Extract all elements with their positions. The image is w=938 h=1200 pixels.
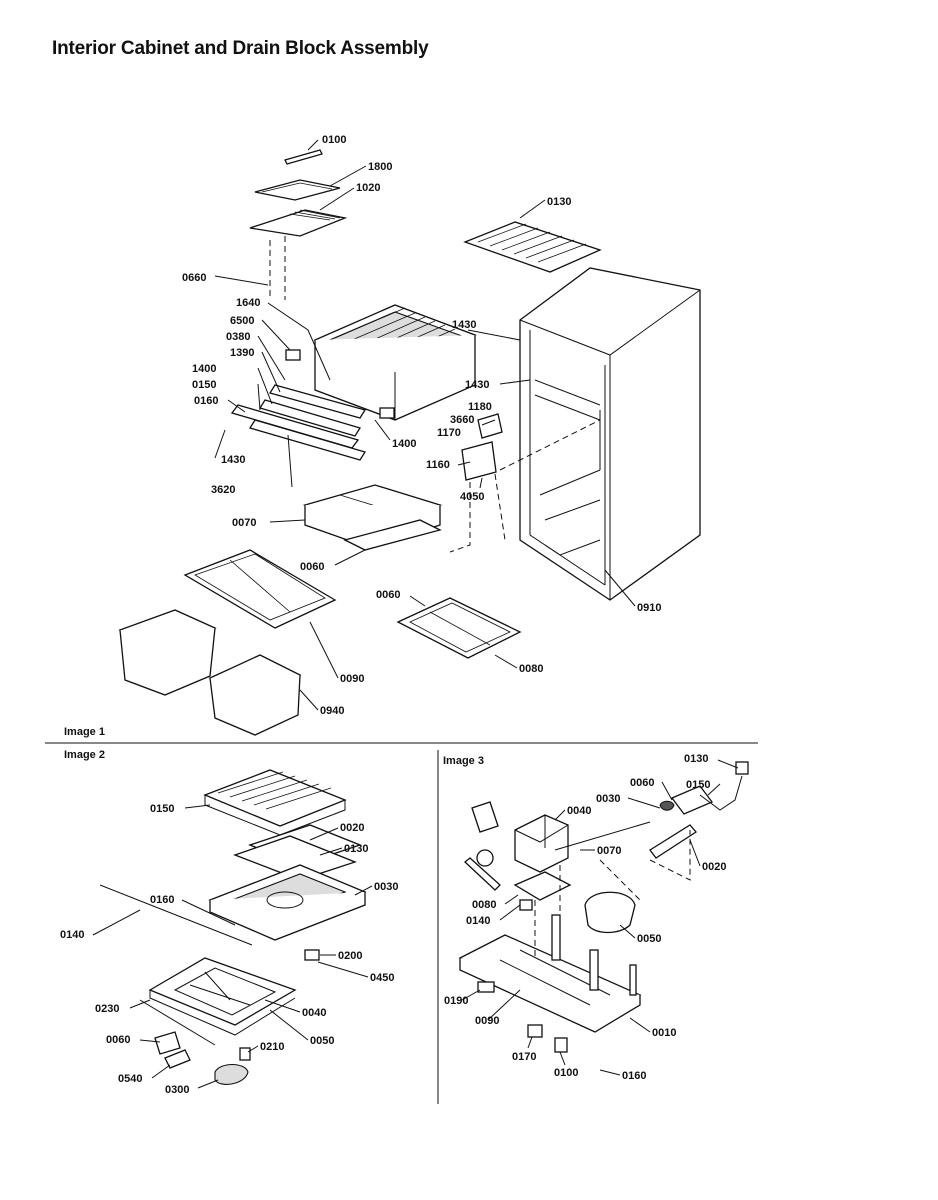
label-0040: 0040 xyxy=(302,1007,326,1019)
label-0380: 0380 xyxy=(226,331,250,343)
label-1430: 1430 xyxy=(452,319,476,331)
label-0540: 0540 xyxy=(118,1073,142,1085)
label-0020: 0020 xyxy=(340,822,364,834)
label-3620: 3620 xyxy=(211,484,235,496)
label-0050: 0050 xyxy=(310,1035,334,1047)
label-0910: 0910 xyxy=(637,602,661,614)
label-1390: 1390 xyxy=(230,347,254,359)
image1-labels: 0100 1800 1020 0130 0660 1640 6500 0380 … xyxy=(182,134,661,717)
label-0160: 0160 xyxy=(622,1070,646,1082)
label-0040: 0040 xyxy=(567,805,591,817)
leader-lines xyxy=(92,139,739,1089)
label-1430: 1430 xyxy=(465,379,489,391)
label-0050: 0050 xyxy=(637,933,661,945)
label-1160: 1160 xyxy=(426,459,450,471)
label-1640: 1640 xyxy=(236,297,260,309)
label-0210: 0210 xyxy=(260,1041,284,1053)
label-0300: 0300 xyxy=(165,1084,189,1096)
label-0230: 0230 xyxy=(95,1003,119,1015)
label-0150: 0150 xyxy=(192,379,216,391)
label-6500: 6500 xyxy=(230,315,254,327)
label-0130: 0130 xyxy=(684,753,708,765)
label-0060: 0060 xyxy=(300,561,324,573)
image1-drawing xyxy=(118,149,701,736)
label-0200: 0200 xyxy=(338,950,362,962)
label-0060: 0060 xyxy=(376,589,400,601)
label-0090: 0090 xyxy=(475,1015,499,1027)
caption-image3: Image 3 xyxy=(443,755,484,767)
label-0080: 0080 xyxy=(519,663,543,675)
label-0130: 0130 xyxy=(344,843,368,855)
label-0090: 0090 xyxy=(340,673,364,685)
label-0140: 0140 xyxy=(466,915,490,927)
label-0100: 0100 xyxy=(554,1067,578,1079)
label-0160: 0160 xyxy=(150,894,174,906)
label-0070: 0070 xyxy=(597,845,621,857)
caption-image1: Image 1 xyxy=(64,726,105,738)
label-0160: 0160 xyxy=(194,395,218,407)
label-0150: 0150 xyxy=(686,779,710,791)
label-0030: 0030 xyxy=(374,881,398,893)
label-1170: 1170 xyxy=(437,427,461,439)
page-title: Interior Cabinet and Drain Block Assembl… xyxy=(52,38,429,59)
label-1400: 1400 xyxy=(192,363,216,375)
label-1020: 1020 xyxy=(356,182,380,194)
label-0150: 0150 xyxy=(150,803,174,815)
label-0140: 0140 xyxy=(60,929,84,941)
label-1800: 1800 xyxy=(368,161,392,173)
label-1180: 1180 xyxy=(468,401,492,413)
label-0060: 0060 xyxy=(630,777,654,789)
label-0020: 0020 xyxy=(702,861,726,873)
label-0080: 0080 xyxy=(472,899,496,911)
label-1400: 1400 xyxy=(392,438,416,450)
label-0170: 0170 xyxy=(512,1051,536,1063)
label-3660: 3660 xyxy=(450,414,474,426)
label-1430: 1430 xyxy=(221,454,245,466)
label-0100: 0100 xyxy=(322,134,346,146)
label-0060: 0060 xyxy=(106,1034,130,1046)
label-4050: 4050 xyxy=(460,491,484,503)
image2-drawing xyxy=(99,769,367,1085)
caption-image2: Image 2 xyxy=(64,749,105,761)
label-0940: 0940 xyxy=(320,705,344,717)
image2-labels: 0150 0020 0130 0030 0160 0140 0200 0450 … xyxy=(60,803,398,1096)
label-0660: 0660 xyxy=(182,272,206,284)
image3-drawing xyxy=(458,761,749,1053)
label-0450: 0450 xyxy=(370,972,394,984)
label-0130: 0130 xyxy=(547,196,571,208)
label-0010: 0010 xyxy=(652,1027,676,1039)
label-0030: 0030 xyxy=(596,793,620,805)
label-0070: 0070 xyxy=(232,517,256,529)
image3-labels: 0130 0060 0150 0030 0040 0070 0020 0080 … xyxy=(444,753,726,1082)
label-0190: 0190 xyxy=(444,995,468,1007)
